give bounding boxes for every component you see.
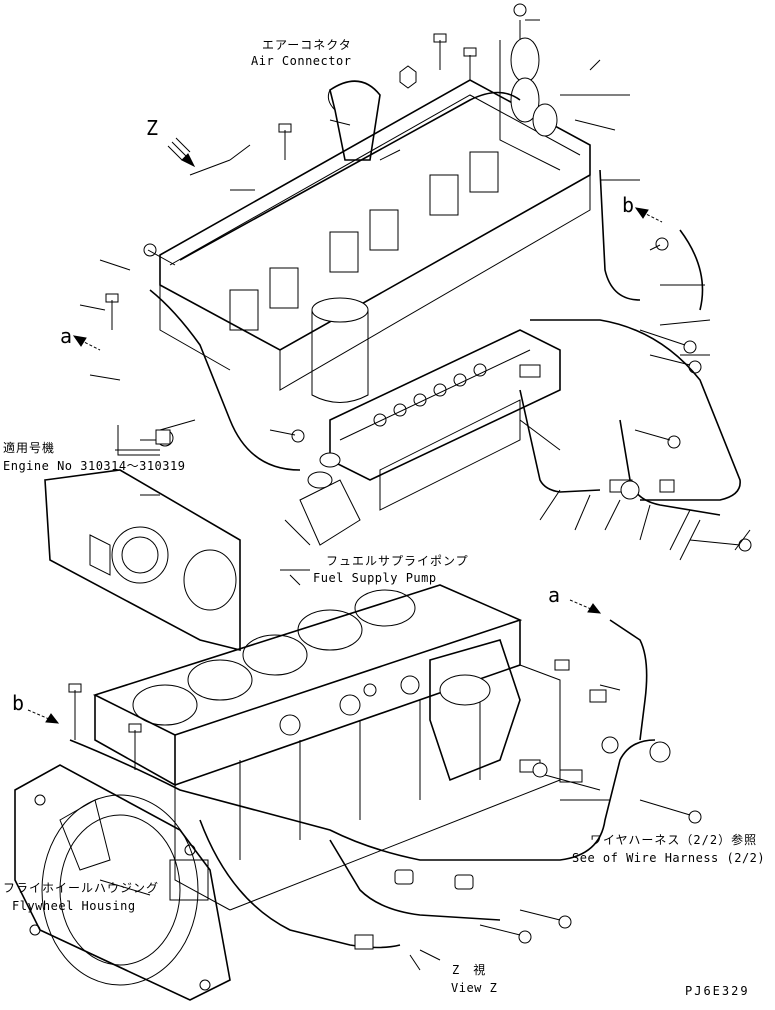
flywheel-housing (14, 764, 231, 1001)
wire-harness-label-jp: ワイヤハーネス（2/2）参照 (590, 833, 758, 847)
view-z-label-jp: Z 視 (452, 963, 487, 977)
ref-b-top-label: b (622, 193, 635, 217)
fuel-pump-label-jp: フュエルサプライポンプ (326, 554, 469, 568)
ref-b-left-arrow (27, 709, 60, 724)
ref-a-left-arrow (72, 335, 101, 351)
air-connector-label-jp: エアーコネクタ (262, 38, 352, 52)
ref-a-right-arrow (569, 599, 602, 614)
applicable-label-jp: 適用号機 (3, 441, 56, 455)
wire-harness-label-en: See of Wire Harness (2/2) (572, 851, 766, 865)
view-z-arrow (167, 137, 196, 168)
upper-engine-assembly (105, 3, 591, 403)
cylinder-block (92, 584, 561, 911)
air-connector-label-en: Air Connector (251, 54, 352, 68)
ref-a-right-label: a (548, 583, 561, 607)
drawing-code: PJ6E329 (685, 984, 750, 998)
ref-a-left-label: a (60, 324, 73, 348)
fuel-pump-label-en: Fuel Supply Pump (313, 571, 437, 585)
wire-harness (68, 91, 752, 950)
fuel-pump-assembly (299, 329, 561, 546)
engine-no-bracket (117, 425, 160, 456)
view-arrows (27, 137, 663, 724)
ref-b-top-arrow (634, 207, 663, 223)
view-z-label-en: View Z (451, 981, 498, 995)
view-z-letter: Z (146, 116, 159, 140)
leader-lines (79, 19, 751, 971)
engine-no-label: Engine No 310314～310319 (3, 459, 186, 473)
flywheel-label-jp: フライホイールハウジング (3, 881, 160, 895)
ref-b-left-label: b (12, 691, 25, 715)
front-plate (44, 469, 241, 652)
flywheel-label-en: Flywheel Housing (12, 899, 136, 913)
